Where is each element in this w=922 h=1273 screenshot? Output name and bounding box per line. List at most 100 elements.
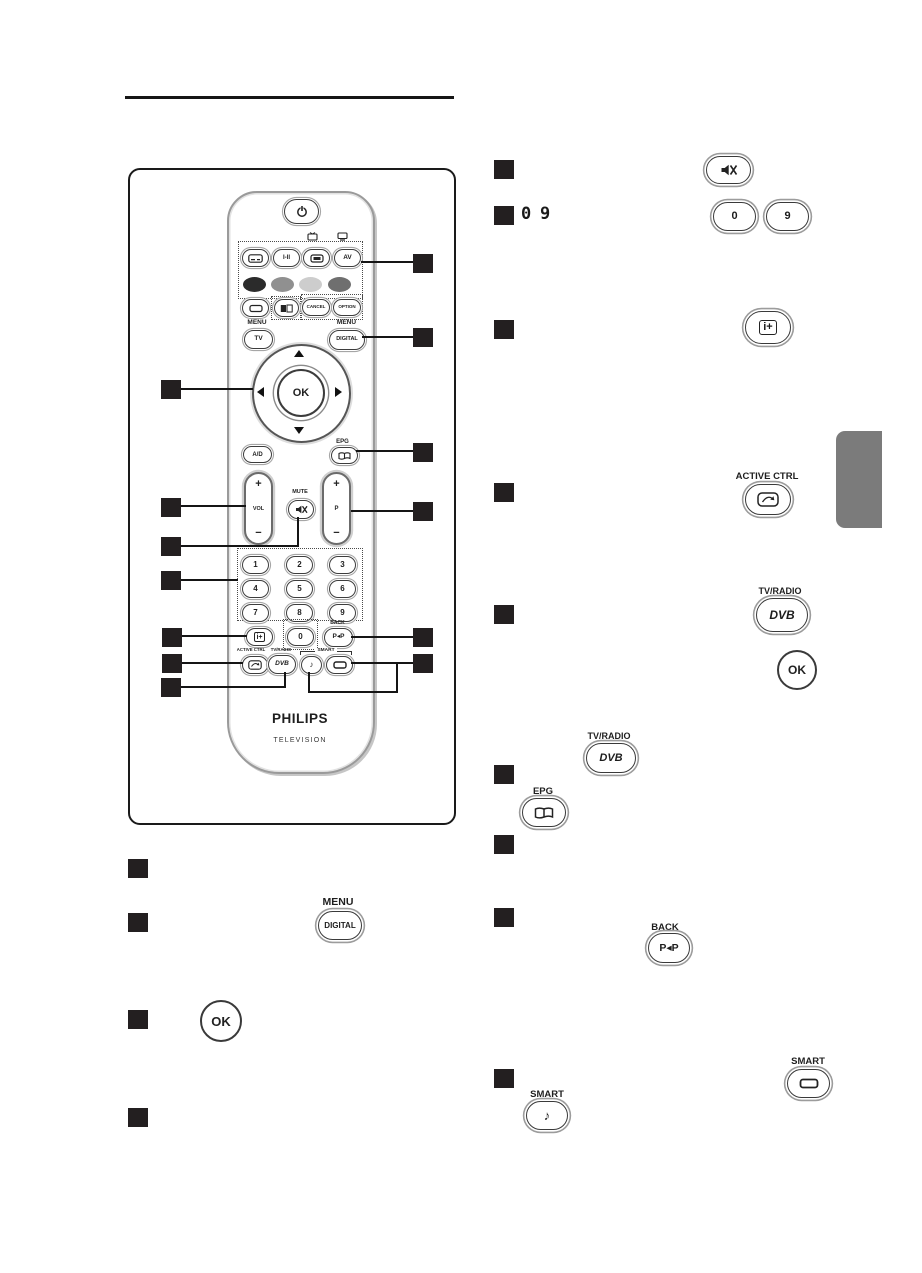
ok-label: OK [292,386,310,399]
digit-range-low: 0 [521,204,532,224]
callout-line [182,635,247,637]
dual-screen-icon [280,304,293,313]
section-rule [125,96,454,99]
arrow-down-icon [294,427,304,434]
digit-7-button: 7 [242,604,269,622]
book-icon [534,806,554,819]
red-key [243,277,266,292]
mute-icon [720,164,738,176]
ok-inline-label: OK [788,663,806,677]
vol-plus-label: + [255,478,262,490]
digital-item-label: DIGITAL [324,920,356,930]
mute-icon [295,505,308,514]
screen-format-button [242,299,269,317]
mute-button-remote [288,500,314,519]
tv-radio-item-button: DVB [756,598,808,632]
digit-0: 0 [298,632,303,641]
digit-6: 6 [340,584,345,593]
smart-picture-button-remote [326,656,353,674]
power-icon [296,205,308,218]
p-label: P [334,505,339,512]
callout-marker [494,765,514,784]
dual-screen-group [271,296,301,320]
callout-marker [413,254,433,273]
callout-marker [494,483,514,502]
digit-2: 2 [297,560,302,569]
callout-line [396,662,398,693]
callout-marker [494,206,514,225]
digit-7: 7 [253,608,258,617]
menu-digital-label: MENU [336,319,357,326]
callout-line [181,388,253,390]
digit-range-high: 9 [540,204,551,224]
tv-radio-mid-label: TV/RADIO [587,731,631,741]
digit-3: 3 [340,560,345,569]
ok-item-label: OK [211,1013,231,1029]
callout-line [284,672,286,688]
digit-4-button: 4 [242,580,269,598]
mute-label-remote: MUTE [292,489,308,495]
pp-item-label: P◂P [659,941,679,954]
callout-marker [161,380,181,399]
tv-label: TV [254,335,263,343]
digit-8: 8 [297,608,302,617]
smart-picture-item-label: SMART [791,1056,825,1067]
info-button-remote: i+ [246,628,273,646]
vol-label: VOL [252,505,265,512]
callout-marker [494,320,514,339]
yellow-key [299,277,322,292]
callout-marker [494,908,514,927]
callout-marker [161,498,181,517]
digit-9: 9 [340,608,345,617]
tv-radio-label-remote: TV/RADIO [270,647,292,652]
info-icon: i+ [759,320,777,335]
analog-digital-button: A/D [243,446,272,463]
callout-line [356,450,413,452]
back-button-remote: P◂P [324,628,353,647]
dvb-mid-label: DVB [599,751,623,764]
callout-marker [161,678,181,697]
arrow-right-icon [335,387,342,397]
subtitle-button [242,249,269,267]
cancel-label: CANCEL [306,304,326,310]
digit-0-item: 0 [731,210,738,222]
arrow-left-icon [257,387,264,397]
dvb-label-remote: DVB [275,660,289,668]
smart-picture-icon [799,1078,819,1089]
tv-radio-item-label: TV/RADIO [758,586,802,596]
book-icon [338,451,351,460]
digit-1-button: 1 [242,556,269,574]
callout-marker [413,502,433,521]
active-ctrl-button-remote [242,656,268,674]
callout-line [351,636,413,638]
digit-1: 1 [253,560,258,569]
menu-digital-button: DIGITAL [329,330,365,350]
vol-minus-label: − [255,527,262,539]
callout-marker [494,160,514,179]
active-ctrl-icon [757,492,779,507]
smart-label-remote: SMART [315,648,337,656]
callout-marker [413,654,433,673]
pp-label-remote: P◂P [332,633,345,641]
epg-button-remote [331,447,358,464]
digit-5-button: 5 [286,580,313,598]
subtitle-icon [248,253,263,263]
digit-9-item: 9 [784,210,791,222]
option-button: OPTION [333,299,361,316]
callout-line [297,517,299,547]
callout-line [362,336,413,338]
analog-digital-label: A/D [252,451,263,458]
smart-picture-icon [332,661,347,669]
back-label-remote: BACK [330,620,345,626]
callout-marker [128,1010,148,1029]
callout-line [308,691,398,693]
active-ctrl-label-remote: ACTIVE CTRL [236,647,266,652]
active-ctrl-icon [248,660,262,670]
green-key [271,277,294,292]
callout-line [308,672,310,693]
p-minus-label: − [333,527,340,539]
menu-digital-item-button: DIGITAL [318,911,362,940]
callout-marker [413,628,433,647]
cancel-button: CANCEL [302,299,330,316]
